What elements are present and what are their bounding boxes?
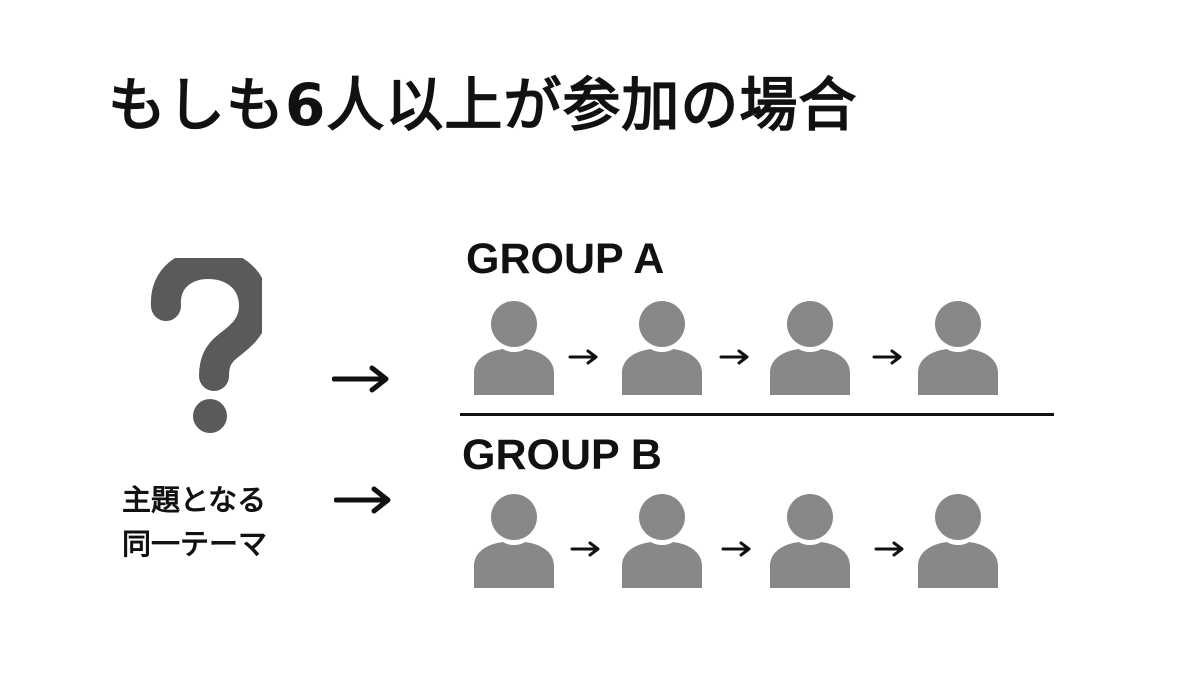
person-icon [770,301,850,395]
arrow-right-icon [872,349,902,365]
group-a-label: GROUP A [466,235,665,283]
person-icon [474,494,554,588]
group-divider [460,413,1054,416]
topic-label-line1: 主題となる [122,483,267,517]
person-icon [918,494,998,588]
person-icon [622,301,702,395]
question-mark-icon [151,258,262,433]
topic-label: 主題となる 同一テーマ [122,478,267,566]
person-icon [770,494,850,588]
arrow-right-icon [334,486,391,514]
arrow-right-icon [332,365,389,393]
person-icon [474,301,554,395]
person-icon [622,494,702,588]
arrow-right-icon [719,349,749,365]
topic-label-line2: 同一テーマ [122,527,268,561]
person-icon [918,301,998,395]
group-b-label: GROUP B [462,431,662,479]
arrow-right-icon [570,541,600,557]
arrow-right-icon [721,541,751,557]
arrow-right-icon [568,349,598,365]
arrow-right-icon [874,541,904,557]
slide-title: もしも6人以上が参加の場合 [108,71,858,139]
